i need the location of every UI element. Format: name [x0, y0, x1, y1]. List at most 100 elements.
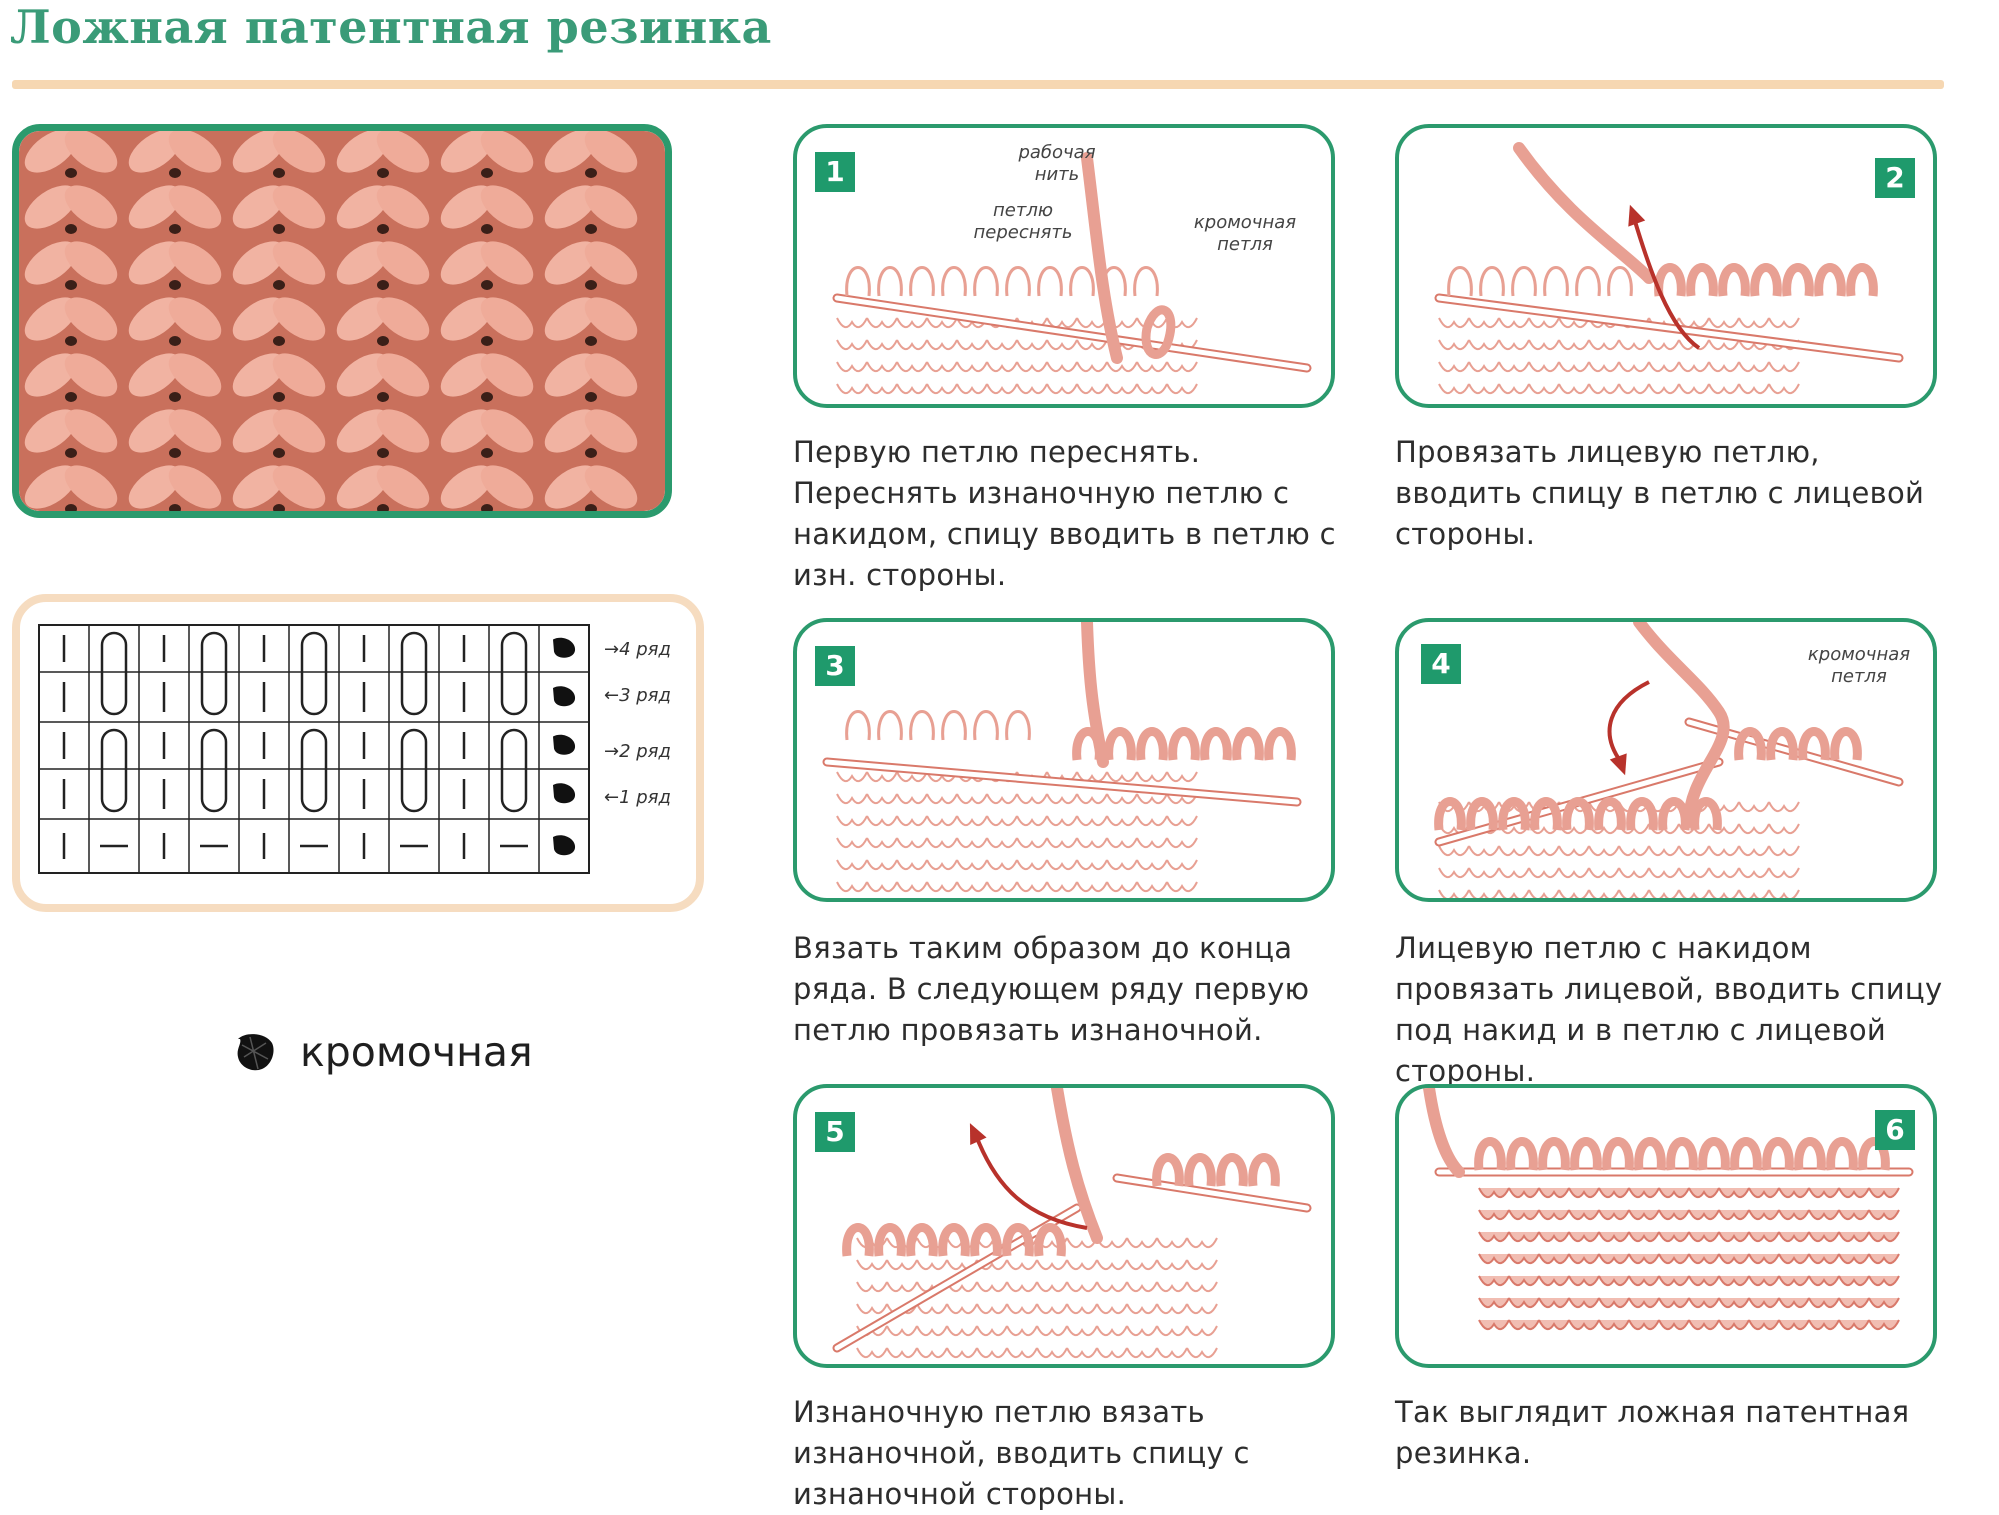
step-panel-4: 4 кромочная петля [1395, 618, 1937, 902]
needle-loop [970, 1223, 1002, 1257]
knit-stitch [1688, 1231, 1720, 1243]
knit-stitch [1538, 1187, 1570, 1199]
knit-stitch [1478, 1209, 1510, 1221]
fabric-stitch [128, 465, 222, 511]
step-caption-4: Лицевую петлю с накидом провязать лицево… [1395, 931, 1943, 1088]
fabric-stitch [336, 131, 430, 178]
knit-stitch [1688, 1297, 1720, 1309]
needle-loop [845, 266, 871, 297]
knit-stitch [836, 317, 868, 329]
knit-stitch [1498, 889, 1530, 898]
working-yarn [1423, 1088, 1465, 1178]
fabric-stitch [440, 465, 534, 511]
callout-edge-stitch-4: кромочная петля [1807, 644, 1911, 687]
fabric-stitch [232, 297, 326, 346]
knit-stitch [1136, 815, 1168, 827]
step-number-4: 4 [1421, 644, 1461, 684]
knit-stitch [1768, 383, 1800, 395]
knit-stitch [896, 361, 928, 373]
knit-stitch [1808, 1231, 1840, 1243]
knit-stitch [1558, 845, 1590, 857]
knit-stitch [1438, 845, 1470, 857]
fabric-stitch [440, 131, 534, 178]
working-yarn [1081, 622, 1109, 768]
knit-stitch [1768, 317, 1800, 329]
knit-stitch [1778, 1253, 1810, 1265]
knit-stitch [1628, 1253, 1660, 1265]
knit-stitch [896, 383, 928, 395]
knit-stitch [886, 1347, 918, 1359]
knit-stitch [1468, 845, 1500, 857]
knit-stitch [896, 339, 928, 351]
knit-stitch [866, 383, 898, 395]
knit-stitch [1126, 1281, 1158, 1293]
knit-stitch [1768, 845, 1800, 857]
knit-stitch [1136, 383, 1168, 395]
knit-stitch [1598, 1231, 1630, 1243]
needle-loop [1511, 266, 1537, 297]
knit-stitch [1106, 859, 1138, 871]
knit-stitch [1708, 383, 1740, 395]
knit-stitch [1678, 889, 1710, 898]
knit-stitch [1768, 823, 1800, 835]
knit-stitch [1166, 815, 1198, 827]
knit-stitch [1868, 1319, 1900, 1331]
knit-stitch [1036, 1259, 1068, 1271]
knit-stitch [1126, 1325, 1158, 1337]
knit-stitch [956, 339, 988, 351]
needle-loop [1479, 266, 1505, 297]
knit-stitch [1648, 361, 1680, 373]
knit-stitch [1648, 889, 1680, 898]
knit-stitch [1738, 823, 1770, 835]
fabric-stitch [128, 131, 222, 178]
knit-stitch [1528, 383, 1560, 395]
needle-loop [1506, 1137, 1538, 1171]
knit-stitch [856, 1259, 888, 1271]
fabric-stitch [24, 409, 118, 458]
knit-stitch [1508, 1275, 1540, 1287]
knit-stitch [1868, 1209, 1900, 1221]
needle-loop [1798, 727, 1830, 761]
knit-stitch [1066, 1347, 1098, 1359]
knit-stitch [916, 1303, 948, 1315]
step-panel-5: 5 [793, 1084, 1335, 1368]
working-yarn [1513, 142, 1655, 284]
needle-loop [1634, 1137, 1666, 1171]
knit-stitch [1036, 1347, 1068, 1359]
knit-stitch [1136, 361, 1168, 373]
knit-stitch [1558, 339, 1590, 351]
knit-stitch [1186, 1259, 1218, 1271]
fabric-stitch [336, 297, 430, 346]
fabric-stitch [232, 409, 326, 458]
knit-stitch [1478, 1275, 1510, 1287]
fabric-stitch [440, 241, 534, 290]
knit-stitch [1628, 1275, 1660, 1287]
knit-stitch [1166, 361, 1198, 373]
needle-loop [1686, 263, 1718, 297]
knit-stitch [1076, 339, 1108, 351]
knit-stitch [866, 881, 898, 893]
knit-stitch [1076, 881, 1108, 893]
knit-stitch [1708, 317, 1740, 329]
knit-stitch [1468, 339, 1500, 351]
knit-stitch [1618, 383, 1650, 395]
knit-stitch [1628, 1187, 1660, 1199]
knit-stitch [1748, 1297, 1780, 1309]
slip-with-yarnover-symbol [500, 631, 528, 716]
fabric-stitch [440, 409, 534, 458]
needle-loop [1826, 1137, 1858, 1171]
needle-loop [1168, 727, 1200, 761]
knit-stitch [1778, 1187, 1810, 1199]
knit-stitch [1768, 361, 1800, 373]
knit-stitch [1478, 1297, 1510, 1309]
knit-stitch [1006, 1303, 1038, 1315]
knit-stitch [1598, 1275, 1630, 1287]
knit-stitch [1106, 771, 1138, 783]
knit-stitch [1738, 889, 1770, 898]
slip-with-yarnover-symbol [400, 631, 428, 716]
callout-working-yarn: рабочая нить [1018, 142, 1096, 185]
knit-stitch [926, 815, 958, 827]
knit-stitch [1738, 867, 1770, 879]
knit-stitch [1136, 793, 1168, 805]
knit-stitch [1186, 1347, 1218, 1359]
